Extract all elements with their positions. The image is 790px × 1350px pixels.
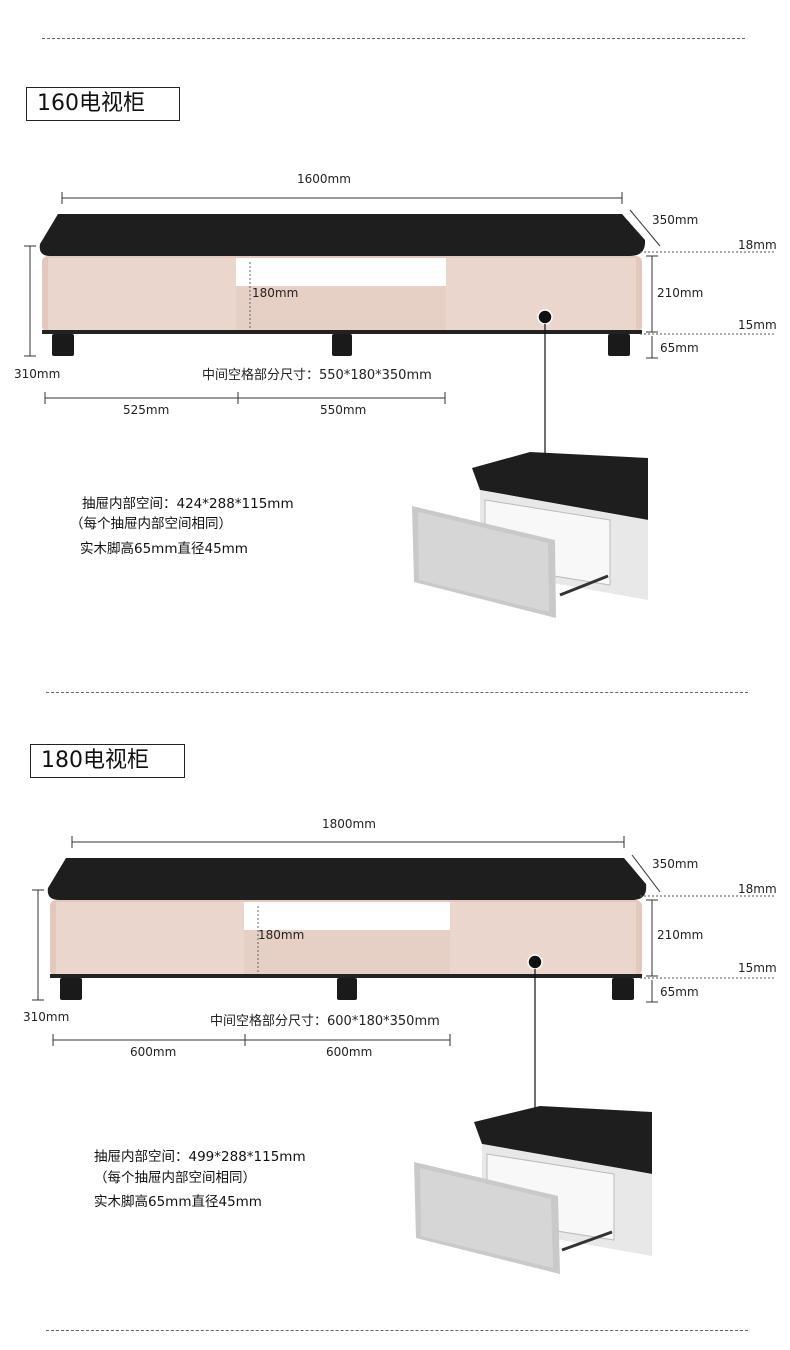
depth-label: 350mm [652,213,699,227]
drawer-inner-label: 抽屉内部空间：499*288*115mm [94,1149,306,1165]
leg-height-label: 65mm [660,341,699,355]
drawer-inner-label: 抽屉内部空间：424*288*115mm [82,496,294,512]
total-height-label: 310mm [14,367,61,381]
top-thickness-label: 18mm [738,238,777,252]
middle-width-label: 600mm [326,1045,373,1059]
width-label: 1800mm [322,817,376,831]
dashed-divider-middle [46,692,748,693]
body-height-label: 210mm [657,286,704,300]
section-title: 180电视柜 [30,744,185,778]
left-width-label: 525mm [123,403,170,417]
cabinet-illustration [24,192,775,456]
leg-label: 实木脚高65mm直径45mm [80,541,248,557]
leg-label: 实木脚高65mm直径45mm [94,1194,262,1210]
top-thickness-label: 18mm [738,882,777,896]
width-label: 1600mm [297,172,351,186]
body-height-label: 210mm [657,928,704,942]
left-width-label: 600mm [130,1045,177,1059]
drawer-same-label: （每个抽屉内部空间相同） [94,1170,256,1186]
middle-space-label: 中间空格部分尺寸：600*180*350mm [210,1014,440,1029]
total-height-label: 310mm [23,1010,70,1024]
dashed-divider-bottom [46,1330,748,1331]
depth-label: 350mm [652,857,699,871]
shelf-height-label: 180mm [258,928,305,942]
shelf-height-label: 180mm [252,286,299,300]
drawer-detail-illustration [412,452,648,618]
leg-height-label: 65mm [660,985,699,999]
bottom-gap-label: 15mm [738,318,777,332]
bottom-gap-label: 15mm [738,961,777,975]
drawer-same-label: （每个抽屉内部空间相同） [70,516,232,532]
section-title: 160电视柜 [26,87,180,121]
dashed-divider-top [42,38,745,39]
middle-space-label: 中间空格部分尺寸：550*180*350mm [202,368,432,383]
middle-width-label: 550mm [320,403,367,417]
